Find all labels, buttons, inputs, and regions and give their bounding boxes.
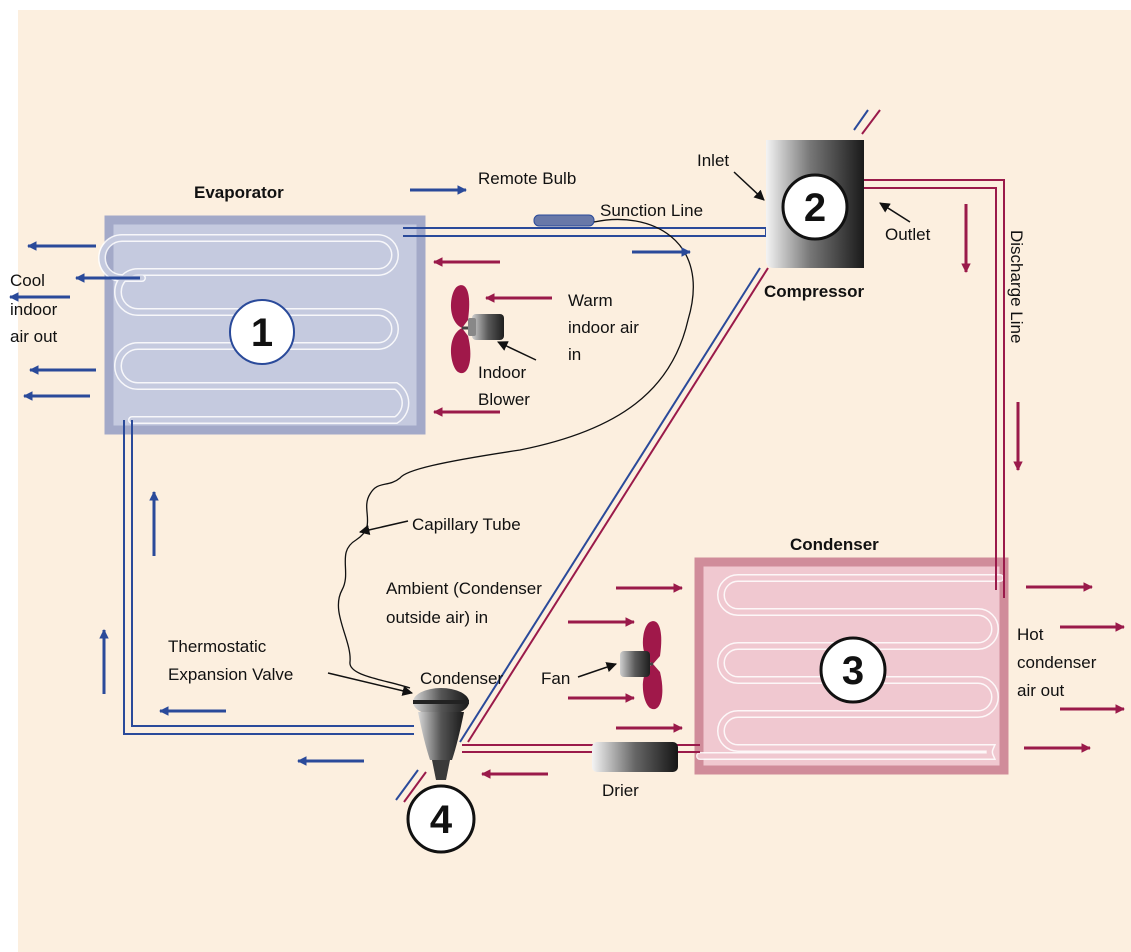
hot-air-label-3: air out xyxy=(1017,681,1065,700)
discharge-line xyxy=(864,179,1005,598)
evaporator-label: Evaporator xyxy=(194,183,284,202)
inlet-label: Inlet xyxy=(697,151,729,170)
thermostatic-label-1: Thermostatic xyxy=(168,637,267,656)
number-circle-2: 2 xyxy=(781,173,849,241)
leader-lines xyxy=(327,171,911,696)
cool-air-label-3: air out xyxy=(10,327,58,346)
svg-text:4: 4 xyxy=(430,798,453,842)
number-circle-4: 4 xyxy=(406,784,476,854)
cool-air-label-2: indoor xyxy=(10,300,58,319)
indoor-blower-label-1: Indoor xyxy=(478,363,527,382)
capillary-tube xyxy=(337,218,694,689)
liquid-line-to-evaporator xyxy=(123,420,414,735)
fan-label: Fan xyxy=(541,669,570,688)
discharge-line-label: Discharge Line xyxy=(1007,230,1026,343)
ambient-label-2: outside air) in xyxy=(386,608,488,627)
indoor-blower xyxy=(451,285,504,374)
valve-condenser-label: Condenser xyxy=(420,669,504,688)
compressor-label: Compressor xyxy=(764,282,865,301)
evaporator-unit xyxy=(98,215,426,435)
expansion-valve xyxy=(413,688,469,780)
remote-bulb-label: Remote Bulb xyxy=(478,169,576,188)
cool-air-label-1: Cool xyxy=(10,271,45,290)
warm-air-label-3: in xyxy=(568,345,581,364)
compressor-to-valve-lines xyxy=(395,109,881,803)
svg-text:1: 1 xyxy=(251,311,273,355)
drier xyxy=(592,742,678,772)
condenser-label: Condenser xyxy=(790,535,879,554)
flow-arrows-cold xyxy=(9,185,691,766)
warm-air-label-1: Warm xyxy=(568,291,613,310)
hot-air-label-1: Hot xyxy=(1017,625,1044,644)
hot-air-label-2: condenser xyxy=(1017,653,1097,672)
indoor-blower-label-2: Blower xyxy=(478,390,530,409)
warm-air-label-2: indoor air xyxy=(568,318,639,337)
drier-label: Drier xyxy=(602,781,639,800)
flow-arrows-hot xyxy=(433,204,1125,779)
number-circle-1: 1 xyxy=(229,299,295,365)
capillary-tube-label: Capillary Tube xyxy=(412,515,521,534)
thermostatic-label-2: Expansion Valve xyxy=(168,665,293,684)
svg-text:3: 3 xyxy=(842,649,864,693)
svg-text:2: 2 xyxy=(804,186,826,230)
condenser-fan xyxy=(620,621,663,710)
background xyxy=(18,10,1131,952)
remote-bulb xyxy=(533,214,595,227)
number-circle-3: 3 xyxy=(819,636,887,704)
suction-line-label: Sunction Line xyxy=(600,201,703,220)
fan-icon xyxy=(451,285,471,374)
ambient-label-1: Ambient (Condenser xyxy=(386,579,542,598)
outlet-label: Outlet xyxy=(885,225,931,244)
